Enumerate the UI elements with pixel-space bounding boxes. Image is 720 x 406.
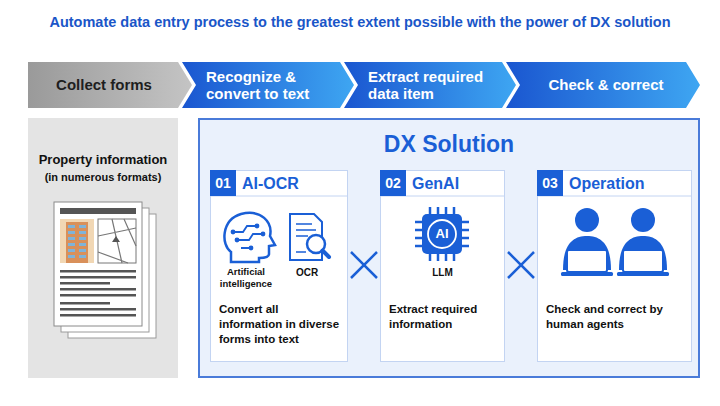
solution-box: DX Solution 01 AI-OCR Artificial intelligen…: [198, 118, 700, 378]
solution-card-shape: [380, 170, 505, 362]
step-label: Recognize & convert to text: [206, 68, 336, 103]
solution-card: 01 AI-OCR Artificial intelligenceOCR Conver…: [210, 170, 348, 362]
input-panel: Property information(in numerous formats…: [28, 118, 178, 378]
solution-card-shape: [537, 170, 692, 362]
chip-label: AI: [422, 226, 462, 243]
panel-heading: Property information: [30, 152, 176, 169]
solution-card: 03 OperationCheck and correct by human ag…: [537, 170, 692, 362]
icon-caption: LLM: [380, 266, 505, 279]
icon-caption: OCR: [284, 266, 330, 279]
solution-card: 02 GenAI AI LLM Extract required information: [380, 170, 505, 362]
icon-caption: Artificial intelligence: [210, 266, 282, 291]
step-label: Check & correct: [548, 76, 663, 93]
card-title: Operation: [569, 174, 689, 195]
step-chevron: Check & correct: [506, 62, 700, 108]
diagram-title: Automate data entry process to the great…: [8, 14, 712, 30]
card-number: 03: [537, 170, 563, 196]
card-title: GenAI: [412, 174, 502, 195]
card-body: Convert all information in diverse forms…: [219, 302, 343, 347]
card-title: AI-OCR: [242, 174, 346, 195]
step-chevron: Collect forms: [28, 62, 192, 108]
step-chevron: Extract required data item: [344, 62, 516, 108]
step-chevron: Recognize & convert to text: [182, 62, 354, 108]
card-body: Extract required information: [389, 302, 499, 332]
card-number: 01: [210, 170, 236, 196]
step-label: Collect forms: [56, 76, 152, 93]
step-label: Extract required data item: [368, 68, 498, 103]
solution-heading: DX Solution: [198, 130, 700, 160]
card-number: 02: [380, 170, 406, 196]
card-body: Check and correct by human agents: [546, 302, 686, 332]
panel-subheading: (in numerous formats): [30, 170, 176, 184]
